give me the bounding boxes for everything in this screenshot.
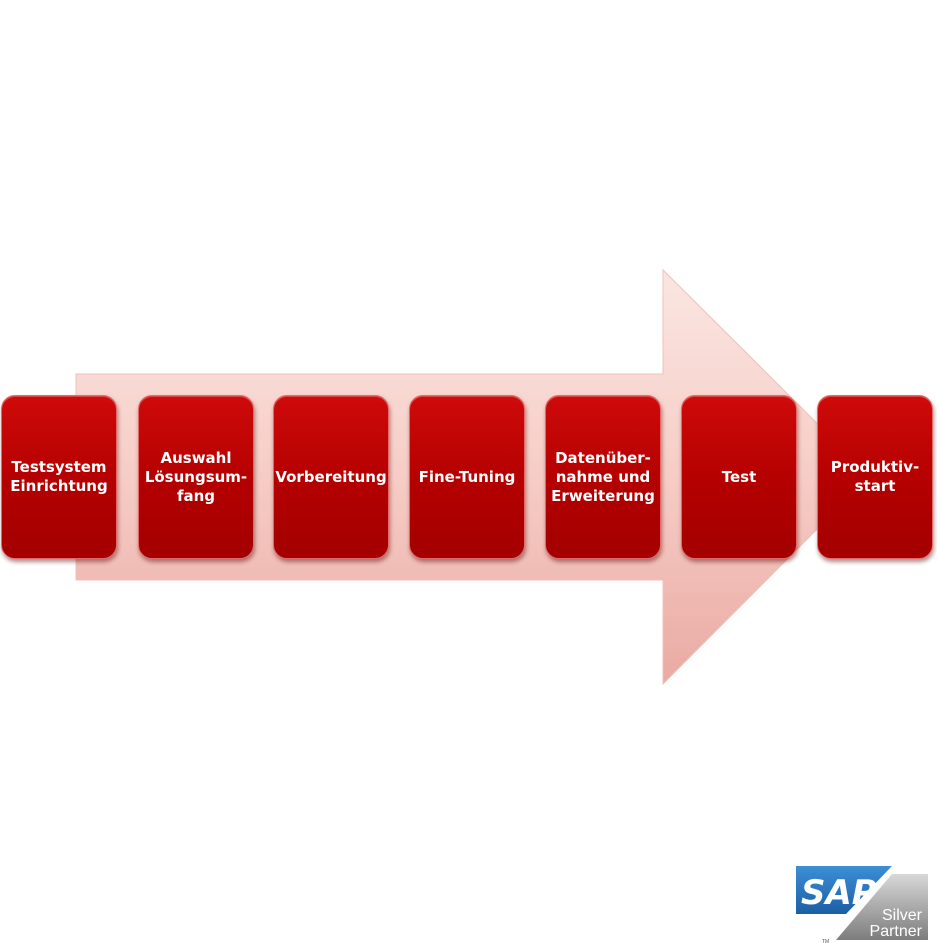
step-1-box: Testsystem Einrichtung [1, 395, 117, 559]
step-4-label: Fine-Tuning [418, 467, 516, 486]
step-6-label: Test [721, 467, 757, 486]
sap-wordmark: SAP [801, 873, 877, 913]
step-7-label: Produktiv- start [830, 458, 920, 495]
step-1-label: Testsystem Einrichtung [10, 458, 108, 495]
trademark-label: TM [822, 939, 829, 944]
step-7-box: Produktiv- start [817, 395, 933, 559]
step-2-box: Auswahl Lösungsum- fang [138, 395, 254, 559]
sap-blue-shape [796, 866, 892, 914]
step-2-label: Auswahl Lösungsum- fang [144, 448, 248, 505]
step-5-box: Datenüber- nahme und Erweiterung [545, 395, 661, 559]
step-3-label: Vorbereitung [275, 467, 387, 486]
silver-label: Silver [882, 907, 923, 924]
sap-silver-partner-logo: SAP Silver Partner TM [796, 866, 928, 944]
step-4-box: Fine-Tuning [409, 395, 525, 559]
partner-label: Partner [870, 923, 923, 940]
silver-shape [836, 874, 928, 940]
step-5-label: Datenüber- nahme und Erweiterung [551, 448, 655, 505]
step-6-box: Test [681, 395, 797, 559]
step-3-box: Vorbereitung [273, 395, 389, 559]
